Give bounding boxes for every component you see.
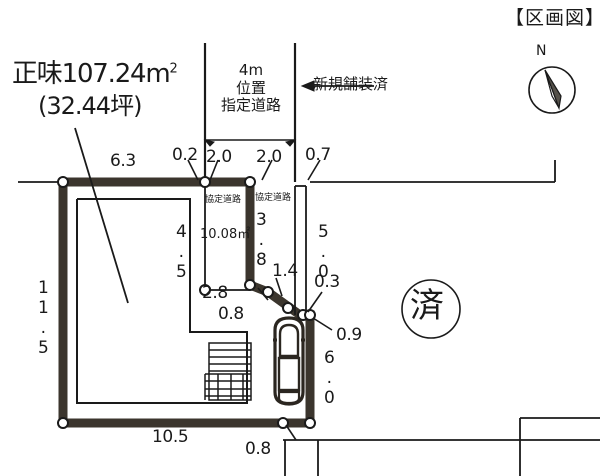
compass-rose: N [519, 43, 585, 118]
new-pavement-arrow [300, 80, 374, 92]
agreement-road-label-2: 協定道路 [255, 193, 292, 203]
compass-north-label: N [536, 43, 547, 59]
stairs-hatch-icon [204, 342, 252, 401]
dim-top-0-2: 0.2 [172, 145, 198, 165]
net-area-unit-sup: 2 [169, 61, 178, 77]
top-road-label: 4m 位置 指定道路 [220, 61, 281, 115]
road-width-arrows [203, 139, 297, 178]
dim-inner-2-8: 2.8 [202, 283, 228, 303]
dim-top-2-0-b: 2.0 [256, 147, 282, 167]
agreement-road-label-1: 協定道路 [205, 195, 242, 205]
car-top-view-icon [273, 316, 305, 406]
agreement-road-area: 10.08㎡ [200, 227, 251, 242]
stamp-text: 済 [410, 286, 444, 326]
dim-top-6-3: 6.3 [110, 151, 136, 171]
dim-top-0-7: 0.7 [305, 145, 331, 165]
dim-inner-4-5: 4.5 [171, 222, 192, 282]
dim-bottom-10-5: 10.5 [152, 427, 189, 447]
dim-right-5-0: 5.0 [313, 222, 334, 282]
dim-top-2-0-a: 2.0 [206, 147, 232, 167]
new-pavement-label: 新規舗装済 [313, 75, 389, 93]
net-area-tsubo: (32.44坪) [38, 92, 142, 120]
dim-right-0-3: 0.3 [314, 272, 340, 292]
dim-inner-3-8: 3.8 [251, 210, 272, 270]
agreement-road-subdivision [204, 185, 307, 315]
net-area-leader-line [74, 127, 129, 304]
status-stamp: 済 [400, 278, 462, 340]
dim-left-11-5: 11.5 [33, 278, 54, 358]
sheet-title: 【区画図】 [505, 7, 600, 29]
net-area-label: 正味107.24m2 [12, 59, 178, 89]
plot-boundary [58, 177, 315, 428]
net-area-unit: m [145, 59, 170, 89]
dim-bottom-0-8: 0.8 [245, 439, 271, 459]
compass-needle-icon [528, 66, 576, 114]
dim-inner-0-8: 0.8 [218, 304, 244, 324]
net-area-value: 正味107.24 [12, 59, 147, 89]
boundary-vertex-markers [57, 176, 316, 429]
dim-right-0-9: 0.9 [336, 325, 362, 345]
dim-inner-1-4: 1.4 [272, 261, 298, 281]
stamp-circle-icon [401, 279, 461, 339]
dimension-leaders [187, 159, 333, 441]
building-footprint [76, 198, 248, 404]
dim-right-6-0: 6.0 [319, 348, 340, 408]
